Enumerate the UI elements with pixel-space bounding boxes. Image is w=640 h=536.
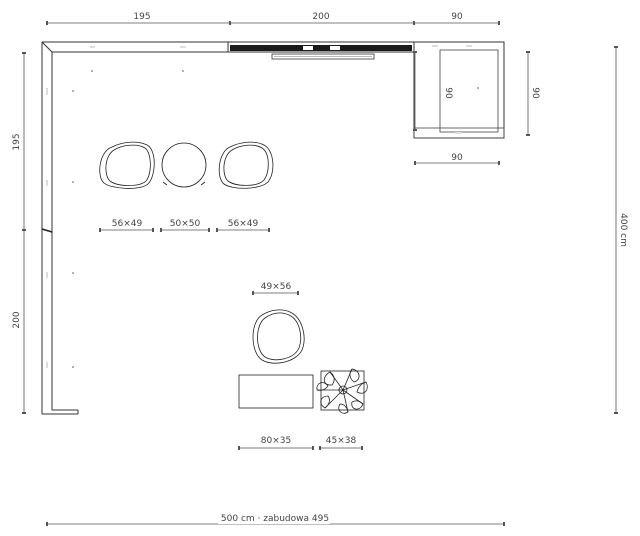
- dim-top-left: 195: [133, 12, 150, 22]
- size-plant: 45×38: [326, 436, 357, 446]
- dim-top-right: 90: [451, 12, 463, 22]
- cabinet-width-dimension: 90: [414, 153, 500, 165]
- size-bench: 80×35: [261, 436, 291, 446]
- left-dimension: 195 200: [12, 52, 26, 414]
- corner-cabinet: 90: [413, 41, 505, 139]
- size-stool: 50×50: [170, 219, 201, 229]
- dim-cabinet-width: 90: [451, 153, 463, 163]
- dim-cabinet-inner: 90: [443, 87, 453, 99]
- right-dimension: 400 cm: [614, 46, 628, 414]
- round-stool: 50×50: [160, 142, 210, 232]
- armchair-1: 56×49: [99, 141, 155, 232]
- size-chair-2: 56×49: [228, 219, 259, 229]
- bottom-dimension: 500 cm · zabudowa 495: [46, 511, 505, 526]
- armchair-2: 56×49: [216, 141, 274, 232]
- dim-bottom-total: 500 cm · zabudowa 495: [221, 514, 329, 524]
- armchair-3: 49×56: [252, 282, 305, 364]
- size-chair-3: 49×56: [261, 282, 292, 292]
- dim-right-total: 400 cm: [618, 213, 628, 247]
- dim-cabinet-outer: 90: [530, 87, 540, 99]
- kitchen-counter: [227, 41, 415, 60]
- bench: 80×35: [238, 374, 314, 450]
- sink-icon: [303, 46, 313, 50]
- dim-left-lower: 200: [12, 311, 22, 328]
- dim-left-upper: 195: [12, 133, 22, 150]
- walls: [41, 41, 414, 415]
- cabinet-depth-dimension: 90: [526, 51, 540, 136]
- top-dimension: 195 200 90: [46, 12, 500, 25]
- dim-top-middle: 200: [312, 12, 329, 22]
- size-chair-1: 56×49: [112, 219, 143, 229]
- plant-icon: 45×38: [316, 368, 368, 450]
